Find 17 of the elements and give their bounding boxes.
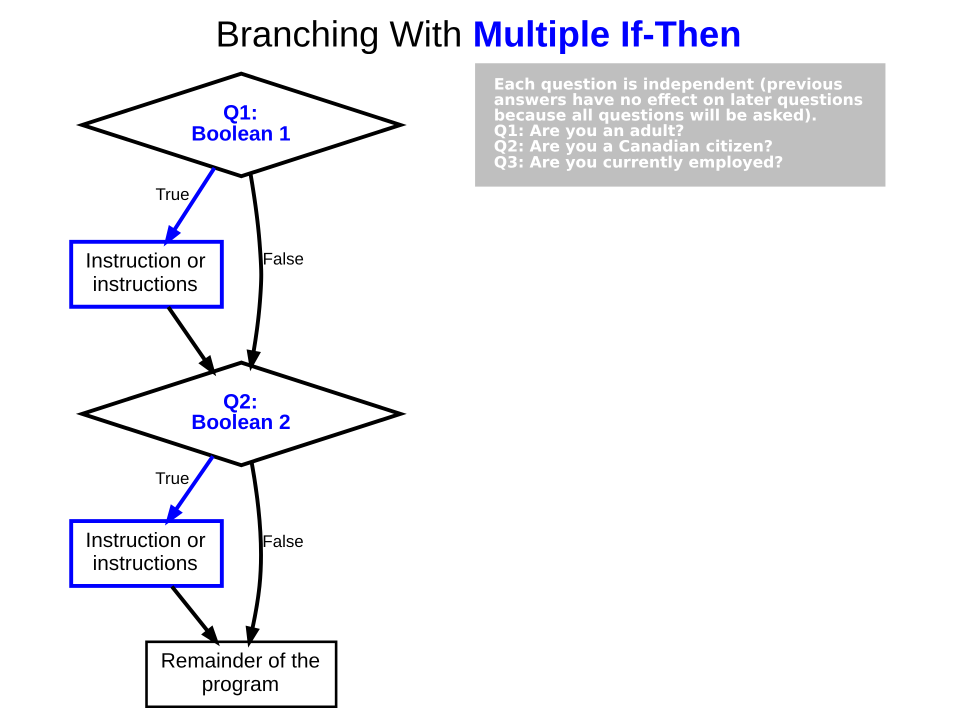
edge-label: False: [262, 249, 304, 268]
arrow: [246, 174, 263, 372]
arrow: [166, 306, 216, 376]
edge-label: True: [154, 184, 190, 204]
node-box: Each question is independent (previous answers have no effect on later questions because all questions will be asked). Q1: Are you an adult? Q2: Are you a Canadian citizen? Q3: Are you currently employed?: [474, 63, 885, 187]
arrow: [163, 166, 216, 246]
arrow: [170, 585, 220, 646]
arrow: [245, 462, 262, 648]
diagram-title: Branching With Multiple If-Then: [215, 13, 741, 54]
arrow: [164, 455, 214, 526]
node-box: Instruction or instructions: [68, 519, 224, 588]
node-diamond: Q2: Boolean 2: [75, 360, 406, 468]
node-diamond: Q1: Boolean 1: [75, 72, 406, 178]
node-box: Remainder of the program: [144, 640, 337, 708]
edge-label: True: [154, 468, 189, 488]
node-box: Instruction or instructions: [68, 240, 224, 309]
edge-label: False: [262, 532, 304, 551]
